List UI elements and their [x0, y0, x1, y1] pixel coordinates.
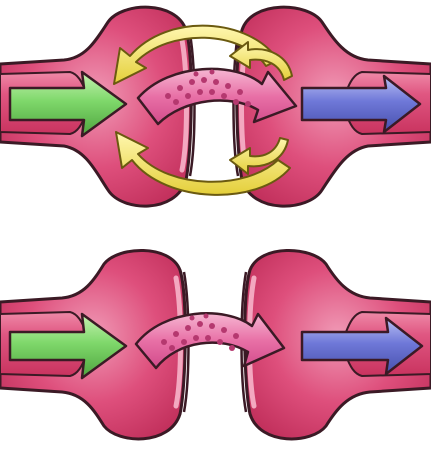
top-synapse-panel [0, 7, 431, 206]
bottom-synapse-panel [0, 250, 431, 438]
